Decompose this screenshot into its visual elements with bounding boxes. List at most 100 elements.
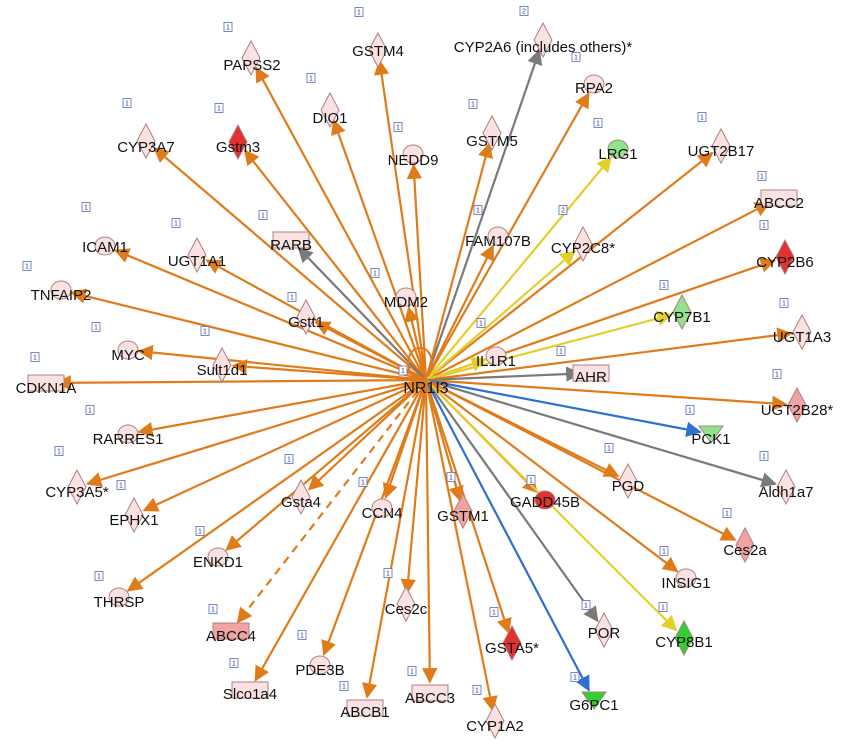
node-label-lrg1: LRG1 — [598, 146, 637, 163]
node-shape-abcc3 — [411, 684, 449, 702]
edge-lrg1 — [425, 156, 612, 381]
edge-ces2a — [425, 379, 737, 541]
node-shape-g6pc1 — [581, 691, 607, 710]
node-badge-text-cyp2a6-includes-others: 2 — [522, 9, 526, 16]
node-badge-gstm4 — [354, 7, 364, 17]
node-badge-gstm3 — [214, 103, 224, 113]
node-badge-text-cyp3a7: 1 — [125, 101, 129, 108]
node-cyp2c8[interactable]: CYP2C8*2 — [551, 205, 615, 263]
node-shape-icam1 — [94, 236, 116, 256]
node-label-thrsp: THRSP — [94, 594, 145, 611]
node-ugt2b28[interactable]: UGT2B28*1 — [761, 369, 834, 424]
node-shape-cyp2c8 — [573, 225, 593, 263]
node-shape-ccn4 — [371, 498, 393, 518]
node-badge-il1r1 — [476, 318, 486, 328]
hub-node[interactable]: 1 NR1I3 — [398, 347, 449, 397]
node-cyp2a6-includes-others[interactable]: CYP2A6 (includes others)*2 — [454, 6, 633, 59]
node-shape-cyp2a6-includes-others — [533, 21, 553, 59]
node-badge-text-gstm4: 1 — [357, 10, 361, 17]
node-label-gstm1: GSTM1 — [437, 508, 489, 525]
node-badge-g6pc1 — [570, 672, 580, 682]
node-badge-text-abcc3: 1 — [410, 669, 414, 676]
edge-dio1 — [331, 118, 428, 381]
node-label-ahr: AHR — [575, 369, 607, 386]
node-badge-gstm1 — [446, 472, 456, 482]
node-shape-ephx1 — [124, 496, 144, 534]
node-badge-text-aldh1a7: 1 — [762, 454, 766, 461]
node-badge-text-insig1: 1 — [662, 549, 666, 556]
edge-ces2c — [400, 379, 428, 595]
node-gsta5[interactable]: GSTA5*1 — [485, 607, 539, 662]
node-label-abcb1: ABCB1 — [340, 704, 389, 721]
node-shape-ugt1a3 — [792, 313, 812, 351]
node-label-cyp3a5: CYP3A5* — [45, 484, 109, 501]
node-badge-text-gadd45b: 1 — [529, 478, 533, 485]
node-shape-abcc4 — [212, 622, 250, 640]
node-shape-slco1a4 — [231, 681, 269, 699]
node-shape-cdkn1a — [27, 374, 65, 392]
node-cyp3a5[interactable]: CYP3A5*1 — [45, 446, 109, 506]
node-shape-abcb1 — [346, 699, 384, 717]
node-label-cyp8b1: CYP8B1 — [655, 634, 713, 651]
edge-ahr — [425, 366, 582, 382]
edge-gstt1 — [314, 321, 427, 381]
node-label-gsta4: Gsta4 — [281, 494, 321, 511]
node-label-cdkn1a: CDKN1A — [16, 380, 77, 397]
node-shape-gstm3 — [228, 123, 248, 161]
node-badge-text-por: 1 — [584, 603, 588, 610]
node-badge-aldh1a7 — [759, 451, 769, 461]
node-shape-ugt2b28 — [787, 386, 807, 424]
node-badge-myc — [91, 322, 101, 332]
node-shape-enkd1 — [207, 547, 229, 567]
